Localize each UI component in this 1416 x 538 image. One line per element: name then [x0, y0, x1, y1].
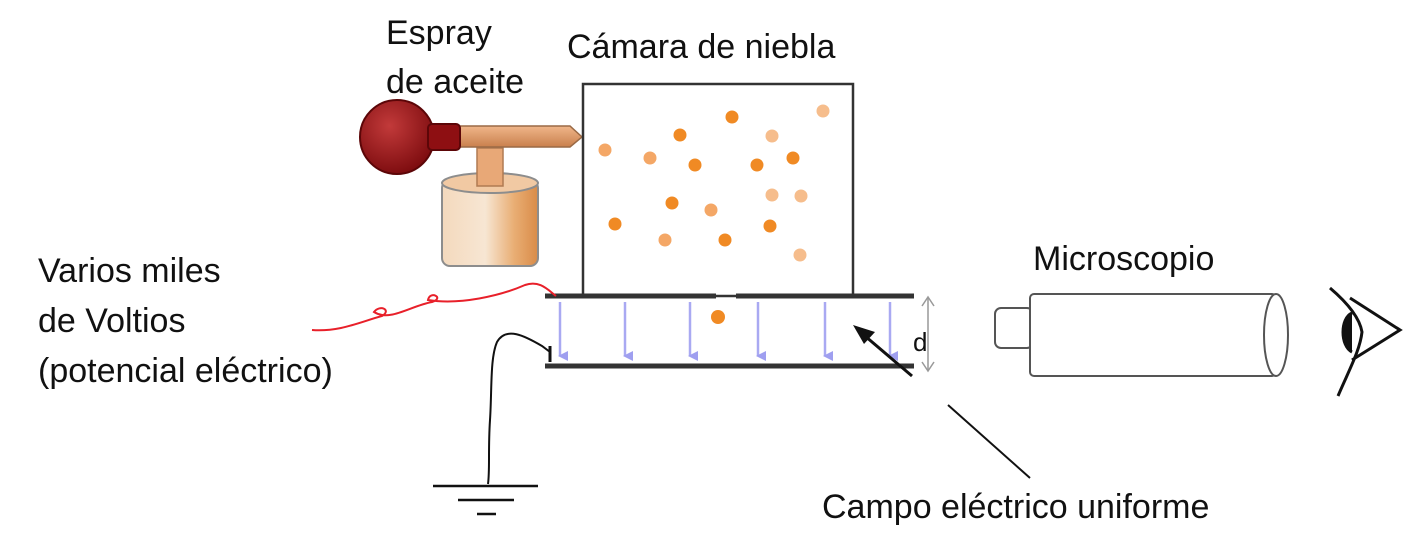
- microscope-tube: [1029, 293, 1277, 377]
- atomizer-stem: [476, 147, 504, 187]
- ground-symbol-icon: [433, 484, 538, 516]
- droplet: [763, 219, 777, 233]
- droplet: [725, 110, 739, 124]
- atomizer-nozzle: [449, 125, 584, 148]
- droplet: [794, 189, 808, 203]
- distance-label: d: [913, 327, 927, 357]
- droplet: [688, 158, 702, 172]
- field-pointer-arrow: [864, 334, 913, 378]
- droplet: [750, 158, 764, 172]
- capacitor: d: [545, 293, 1031, 479]
- voltage-label-line3: (potencial eléctrico): [38, 352, 333, 390]
- microscope: [994, 293, 1289, 377]
- microscope-eyepiece: [994, 307, 1034, 349]
- droplet: [608, 217, 622, 231]
- droplet: [673, 128, 687, 142]
- droplet: [786, 151, 800, 165]
- field-pointer-arrowhead: [853, 325, 875, 344]
- falling-droplet: [711, 310, 725, 324]
- ground-wire: [487, 332, 551, 485]
- field-leader-line: [947, 404, 1031, 479]
- microscope-label: Microscopio: [1033, 240, 1214, 278]
- spray-label-line2: de aceite: [386, 63, 524, 101]
- rubber-bulb-icon: [359, 99, 461, 175]
- oil-droplets: [598, 104, 830, 262]
- droplet: [765, 188, 779, 202]
- oil-atomizer: [359, 99, 584, 267]
- microscope-lens: [1263, 293, 1289, 377]
- droplet: [665, 196, 679, 210]
- high-voltage-wire: [311, 282, 557, 332]
- voltage-label-line2: de Voltios: [38, 302, 185, 340]
- droplet: [793, 248, 807, 262]
- droplet: [765, 129, 779, 143]
- field-arrows: [558, 302, 898, 361]
- droplet: [598, 143, 612, 157]
- cloud-chamber: [581, 82, 855, 298]
- droplet: [816, 104, 830, 118]
- droplet: [658, 233, 672, 247]
- field-label: Campo eléctrico uniforme: [822, 488, 1209, 526]
- chamber-label: Cámara de niebla: [567, 28, 835, 66]
- distance-marker: [921, 295, 935, 373]
- droplet: [718, 233, 732, 247]
- voltage-label-line1: Varios miles: [38, 252, 221, 290]
- droplet: [643, 151, 657, 165]
- eye-icon: [1329, 286, 1403, 397]
- droplet: [704, 203, 718, 217]
- spray-label-line1: Espray: [386, 14, 492, 52]
